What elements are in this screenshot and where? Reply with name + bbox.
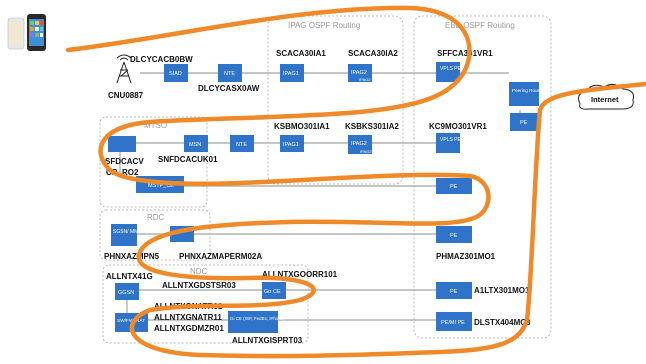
node-gi-ce: Gi CE (ISP, FedEx, iPhone) bbox=[228, 311, 285, 333]
label-cnu0887: CNU0887 bbox=[108, 91, 144, 100]
node-gn-ce: Gn CE bbox=[262, 282, 286, 299]
node-ipag2-mid: IPAG2 IPAG2 bbox=[348, 135, 372, 154]
label-ksbmo301ia1: KSBMO301IA1 bbox=[274, 122, 330, 131]
node-pe-mi-pe: PE/MI PE bbox=[436, 312, 472, 331]
label-phnxazmaperm02a: PHNXAZMAPERM02A bbox=[179, 252, 262, 261]
node-siad: SIAD bbox=[164, 64, 188, 82]
node-nte-top: NTE bbox=[218, 64, 242, 82]
vpls-pe-top-text: VPLS PE bbox=[440, 66, 462, 72]
node-mtso-router bbox=[108, 136, 136, 152]
label-sfdcacv: SFDCACV bbox=[105, 157, 144, 166]
zone-rdc-label: RDC bbox=[147, 213, 165, 222]
node-ggsn: GGSN bbox=[115, 283, 139, 300]
zone-ndc-label: NDC bbox=[190, 267, 208, 276]
label-allntxgdmzr01: ALLNTXGDMZR01 bbox=[154, 324, 224, 333]
svg-text:PE: PE bbox=[520, 120, 528, 126]
iphone-icon bbox=[7, 14, 46, 51]
label-allntxgdstsr03: ALLNTXGDSTSR03 bbox=[162, 281, 236, 290]
node-pe-rdc: PE bbox=[436, 226, 472, 243]
label-dlcycasx0aw: DLCYCASX0AW bbox=[198, 84, 260, 93]
node-pe-mid: PE bbox=[436, 178, 472, 194]
links bbox=[119, 72, 521, 321]
peering-router-text: Peering Router bbox=[512, 88, 543, 93]
label-allntxgisprt03: ALLNTXGISPRT03 bbox=[232, 336, 303, 345]
node-ipag1-mid: IPAG1 bbox=[280, 135, 304, 152]
node-vpls-pe-mid: VPLS PE bbox=[436, 133, 462, 153]
svg-text:NTE: NTE bbox=[224, 71, 235, 77]
label-dlstx404mc3: DLSTX404MC3 bbox=[474, 318, 531, 327]
zone-rdc-box bbox=[99, 209, 211, 261]
zone-ndc-box bbox=[102, 264, 309, 344]
zone-ipag-label: IPAG OSPF Routing bbox=[288, 21, 360, 30]
svg-text:IPAG2: IPAG2 bbox=[351, 141, 367, 147]
cell-tower-icon bbox=[116, 54, 132, 84]
annotation-trace bbox=[65, 5, 646, 359]
label-kc9mo301vr1: KC9MO301VR1 bbox=[429, 122, 487, 131]
svg-text:MSN: MSN bbox=[189, 142, 201, 148]
node-pe-ndc: PE bbox=[436, 282, 472, 299]
node-ipag1-top: IPAG1 bbox=[280, 64, 304, 82]
label-scaca30ia2: SCACA30IA2 bbox=[348, 49, 398, 58]
internet-label: Internet bbox=[591, 95, 619, 104]
label-ksbks301ia2: KSBKS301IA2 bbox=[345, 122, 399, 131]
svg-text:PE: PE bbox=[450, 233, 458, 239]
label-snfdcacuk01: SNFDCACUK01 bbox=[158, 155, 218, 164]
zone-ebb-box bbox=[413, 15, 552, 339]
svg-text:IPAG1: IPAG1 bbox=[283, 142, 299, 148]
node-pe-right: PE bbox=[510, 113, 538, 131]
node-msn: MSN bbox=[184, 135, 208, 152]
sgsn-mme-text: SGSN/ MME bbox=[113, 229, 142, 235]
zone-ipag-box bbox=[267, 15, 404, 185]
svg-text:IPAG1: IPAG1 bbox=[283, 71, 299, 77]
node-peering-router: Peering Router bbox=[509, 82, 543, 106]
svg-text:PE: PE bbox=[450, 289, 458, 295]
svg-text:PE: PE bbox=[450, 184, 458, 190]
label-scaca30ia1: SCACA30IA1 bbox=[276, 49, 326, 58]
label-allntxgoorr101: ALLNTXGOORR101 bbox=[262, 270, 338, 279]
label-allntx41g: ALLNTX41G bbox=[106, 272, 153, 281]
zone-mtso-label: MTSO bbox=[144, 121, 167, 130]
gi-ce-text: Gi CE (ISP, FedEx, iPhone) bbox=[230, 316, 285, 321]
sw-fw-text: SW/FW, NAT bbox=[117, 318, 145, 324]
zone-ebb-label: EBB OSPF Routing bbox=[445, 21, 515, 30]
svg-text:PE/MI PE: PE/MI PE bbox=[441, 320, 465, 326]
label-sffca301vr1: SFFCA301VR1 bbox=[437, 49, 493, 58]
svg-text:IPAG2: IPAG2 bbox=[360, 149, 372, 154]
label-phnxazmpn5: PHNXAZMPN5 bbox=[104, 252, 160, 261]
vpls-pe-mid-text: VPLS PE bbox=[440, 137, 462, 143]
svg-text:IPAG2: IPAG2 bbox=[359, 77, 371, 82]
node-ipag2-top: IPAG2 IPAG2 bbox=[348, 64, 372, 82]
label-dlcycacb0bw: DLCYCACB0BW bbox=[130, 55, 193, 64]
label-cr-ro2: CR_RO2 bbox=[106, 168, 139, 177]
svg-text:IPAG2: IPAG2 bbox=[351, 70, 367, 76]
svg-text:GGSN: GGSN bbox=[118, 290, 134, 296]
label-phmaz301mo1: PHMAZ301MO1 bbox=[436, 252, 496, 261]
node-nte-mid: NTE bbox=[230, 135, 254, 152]
svg-text:MSTP_CE: MSTP_CE bbox=[148, 183, 174, 189]
node-vpls-pe-top: VPLS PE bbox=[436, 62, 462, 82]
node-sgsn-mme: SGSN/ MME bbox=[111, 224, 142, 246]
label-a1ltx301mo1: A1LTX301MO1 bbox=[474, 286, 530, 295]
svg-text:NTE: NTE bbox=[236, 142, 247, 148]
label-allntxgnatr11: ALLNTXGNATR11 bbox=[154, 313, 222, 322]
svg-text:SIAD: SIAD bbox=[169, 71, 182, 77]
svg-text:Gn CE: Gn CE bbox=[264, 289, 281, 295]
